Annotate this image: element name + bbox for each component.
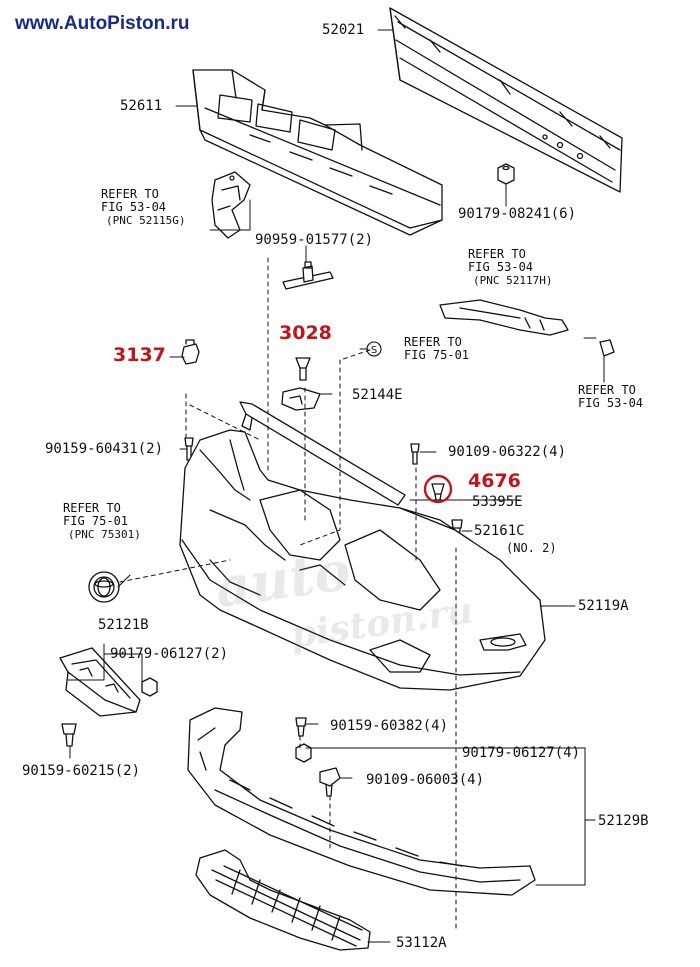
ref1-line1: REFER TO — [101, 187, 159, 201]
leader-lines — [67, 29, 605, 943]
ref2-line2: FIG 53-04 — [468, 260, 534, 274]
bolt-90109-06322 — [410, 443, 420, 465]
refer-symbol: S — [366, 341, 382, 357]
retainer-52144E — [281, 387, 321, 411]
emblem-ref-75301 — [88, 571, 120, 603]
ref1-line2: FIG 53-04 — [101, 200, 167, 214]
grille-53112A — [195, 849, 371, 951]
clip-3137 — [181, 339, 200, 365]
screw-90159-60382 — [295, 717, 307, 737]
dashed-alignment-lines — [119, 183, 507, 931]
label-52119A: 52119A — [578, 598, 629, 614]
label-90179-06127-a: 90179-06127(2) — [110, 646, 229, 662]
highlight-4676[interactable]: 4676 — [468, 470, 521, 492]
label-90959-01577: 90959-01577(2) — [255, 232, 374, 248]
nut-90179-06127-a — [141, 677, 158, 697]
label-90179-08241: 90179-08241(6) — [458, 206, 577, 222]
ref3-line2: FIG 75-01 — [404, 348, 470, 362]
retainer-90959-01577 — [282, 261, 334, 290]
ref4-line2: FIG 53-04 — [578, 396, 644, 410]
site-link[interactable]: www.AutoPiston.ru — [15, 13, 190, 34]
bolt-90109-06003 — [319, 767, 341, 797]
clip-4676 — [431, 483, 445, 501]
label-52611: 52611 — [120, 98, 163, 114]
highlight-circle-4676 — [423, 474, 453, 504]
label-90179-06127-b: 90179-06127(4) — [462, 745, 581, 761]
nut-90179-06127-b — [295, 743, 312, 763]
label-53395E: 53395E — [472, 494, 523, 510]
nut-90179-08241 — [497, 163, 515, 185]
bumper-reinforcement-52021 — [389, 7, 623, 193]
label-53112A: 53112A — [396, 935, 447, 951]
svg-text:S: S — [371, 345, 377, 356]
watermark-line1: auto — [211, 537, 355, 621]
clip-3028 — [295, 357, 311, 381]
ref5-line3: (PNC 75301) — [68, 528, 141, 541]
ref4-line1: REFER TO — [578, 383, 636, 397]
label-52021: 52021 — [322, 22, 365, 38]
bumper-cover-52119A — [179, 429, 546, 691]
ref2-line3: (PNC 52117H) — [473, 274, 553, 287]
label-90109-06322: 90109-06322(4) — [448, 444, 567, 460]
ref2-line1: REFER TO — [468, 247, 526, 261]
molding-strip-53395E — [239, 401, 406, 506]
label-52161C: 52161C — [474, 523, 525, 539]
label-52161C-note: (NO. 2) — [506, 541, 557, 555]
label-52144E: 52144E — [352, 387, 403, 403]
label-52121B: 52121B — [98, 617, 149, 633]
label-52129B: 52129B — [598, 813, 649, 829]
left-bracket-ref-52115G — [211, 171, 251, 239]
lower-spoiler-52129B — [187, 707, 536, 896]
screw-90159-60215 — [61, 723, 77, 747]
label-90159-60431: 90159-60431(2) — [45, 441, 164, 457]
ref5-line1: REFER TO — [63, 501, 121, 515]
label-90109-06003: 90109-06003(4) — [366, 772, 485, 788]
ref3-line1: REFER TO — [404, 335, 462, 349]
label-90159-60382: 90159-60382(4) — [330, 718, 449, 734]
label-90159-60215: 90159-60215(2) — [22, 763, 141, 779]
ref5-line2: FIG 75-01 — [63, 514, 129, 528]
energy-absorber-52611 — [192, 69, 443, 236]
right-bracket-ref-52117H — [439, 299, 615, 357]
highlight-3028[interactable]: 3028 — [279, 322, 332, 344]
ref1-line3: (PNC 52115G) — [106, 214, 186, 227]
highlight-3137[interactable]: 3137 — [113, 344, 166, 366]
